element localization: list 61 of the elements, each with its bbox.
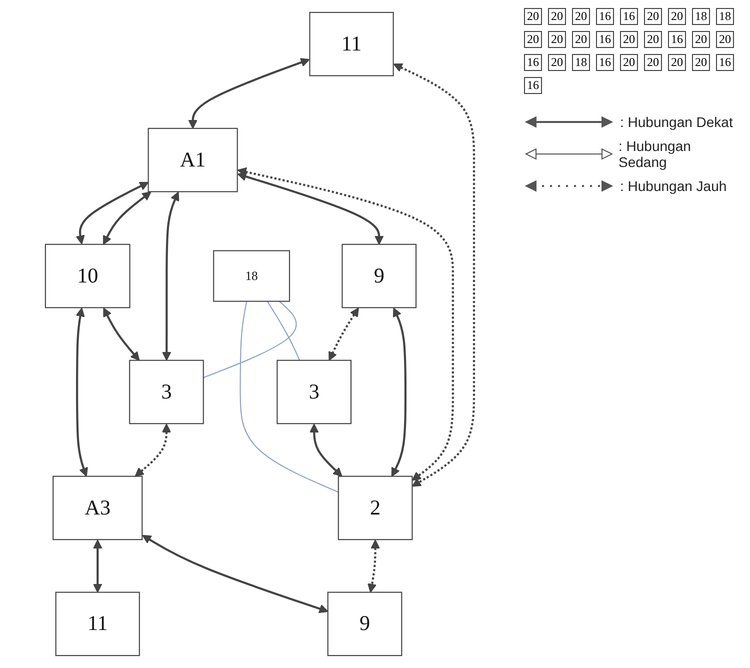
- area-size-tag: 16: [524, 54, 542, 71]
- area-size-tag: 16: [668, 31, 686, 48]
- legend-text: : Hubungan Sedang: [618, 138, 692, 170]
- area-size-tag: 18: [572, 54, 590, 71]
- area-size-tag: 20: [692, 31, 710, 48]
- connector: [203, 300, 297, 378]
- area-size-tag: 20: [548, 31, 566, 48]
- area-size-tag: 20: [644, 31, 662, 48]
- area-size-tag: 16: [596, 8, 614, 25]
- area-size-tag: 20: [572, 31, 590, 48]
- arrow: [188, 58, 310, 129]
- arrow: [76, 308, 88, 477]
- arrow: [392, 308, 407, 477]
- area-size-tag: 20: [668, 54, 686, 71]
- arrow: [93, 540, 103, 593]
- legend-text: : Hubungan Dekat: [620, 114, 733, 130]
- node-box: A1: [148, 128, 238, 192]
- area-size-tag: 16: [716, 54, 734, 71]
- arrow: [238, 167, 454, 481]
- legend-text: : Hubungan Jauh: [620, 178, 727, 194]
- arrow: [310, 424, 343, 477]
- node-box: 11: [56, 592, 140, 656]
- arrow: [76, 182, 150, 244]
- area-size-tag: 20: [692, 54, 710, 71]
- area-size-tag: 18: [716, 8, 734, 25]
- area-size-tag: 20: [644, 8, 662, 25]
- area-size-tag: 20: [548, 54, 566, 71]
- node-box: 2: [338, 476, 414, 540]
- node-box: 9: [342, 244, 417, 308]
- arrow: [394, 63, 476, 487]
- arrow: [368, 540, 380, 593]
- area-size-tag: 20: [548, 8, 566, 25]
- area-size-tag: 16: [620, 8, 638, 25]
- node-box: 10: [45, 244, 131, 308]
- area-size-tag: 20: [644, 54, 662, 71]
- node-box: 3: [129, 360, 204, 424]
- node-box: 3: [276, 360, 352, 424]
- node-box: 11: [309, 12, 394, 76]
- area-size-tag: 20: [524, 31, 542, 48]
- arrow: [103, 308, 140, 361]
- node-box: 9: [328, 592, 402, 656]
- node-box: A3: [52, 476, 143, 540]
- connector: [240, 301, 339, 493]
- arrow: [135, 424, 172, 477]
- connector: [267, 301, 300, 361]
- arrow: [142, 534, 329, 614]
- arrow: [328, 308, 360, 361]
- area-size-tag: 16: [596, 31, 614, 48]
- area-size-tag: 20: [668, 8, 686, 25]
- area-size-tag: 20: [572, 8, 590, 25]
- arrow: [238, 172, 384, 245]
- area-size-tag: 20: [620, 31, 638, 48]
- area-size-tag: 20: [620, 54, 638, 71]
- area-size-tag: 20: [716, 31, 734, 48]
- area-size-tag: 20: [524, 8, 542, 25]
- area-size-tag: 16: [524, 77, 542, 94]
- area-size-tag: 16: [596, 54, 614, 71]
- arrow: [162, 192, 180, 361]
- node-box: 18: [213, 250, 290, 302]
- area-size-tag: 18: [692, 8, 710, 25]
- arrow: [103, 192, 152, 245]
